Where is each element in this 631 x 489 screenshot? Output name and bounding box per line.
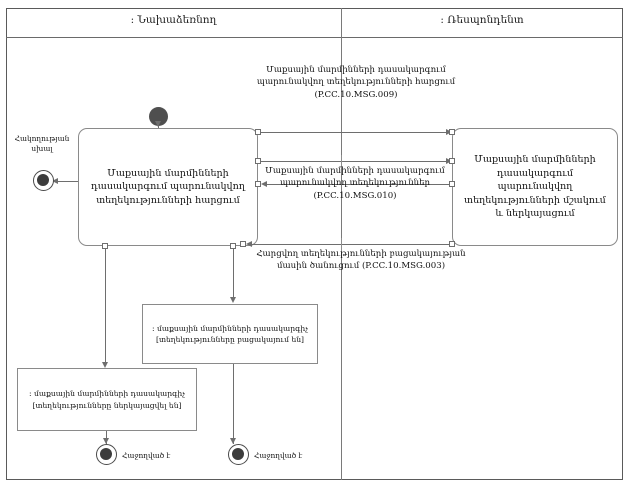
flow-msg-009-rail: [261, 132, 452, 133]
flow-msg-010: [267, 184, 449, 185]
start-node: [149, 107, 168, 126]
arrowhead-start-to-request: [155, 121, 161, 127]
port-process-in-009: [449, 158, 455, 164]
arrowhead-to-presented: [102, 362, 108, 368]
message-label-009: Մաքսային մարմինների դասակարգում պարունակ…: [256, 65, 456, 100]
arrowhead-to-absent: [230, 297, 236, 303]
port-request-in-003: [240, 241, 246, 247]
arrowhead-msg-003: [246, 240, 252, 247]
message-label-010: Մաքսային մարմինների դասակարգում պարունակ…: [265, 166, 445, 201]
port-request-bottom-left: [102, 243, 108, 249]
end-node-error: [33, 170, 54, 191]
flow-msg-009: [261, 161, 452, 162]
flow-absent-to-end: [233, 364, 234, 444]
port-request-bottom-right: [230, 243, 236, 249]
port-process-top: [449, 129, 455, 135]
diagram-frame: [6, 8, 623, 480]
object-node-presented[interactable]: : մաքսային մարմինների դասակարգիչ [տեղեկո…: [17, 368, 197, 431]
port-request-out-009: [255, 158, 261, 164]
lifeline-tick-003: [341, 238, 342, 251]
port-process-out-010: [449, 181, 455, 187]
message-label-003: Հարցվող տեղեկությունների բացակայության մ…: [256, 249, 466, 272]
end-node-success-1-label: Հաջողված է: [122, 451, 171, 460]
arrowhead-error: [52, 177, 58, 184]
port-request-top: [255, 129, 261, 135]
end-node-success-2: [228, 444, 249, 465]
end-node-success-1: [96, 444, 117, 465]
object-node-absent[interactable]: : մաքսային մարմինների դասակարգիչ [տեղեկո…: [142, 304, 318, 364]
lifeline-tick-009: [341, 155, 342, 168]
activity-request[interactable]: Մաքսային մարմինների դասակարգում պարունակ…: [78, 128, 258, 246]
arrowhead-msg-010: [261, 180, 267, 187]
flow-presented-to-end: [106, 431, 107, 444]
arrowhead-presented-to-end: [103, 438, 109, 444]
port-process-out-003: [449, 241, 455, 247]
port-request-in-010: [255, 181, 261, 187]
arrowhead-absent-to-end: [230, 438, 236, 444]
partition-title-respondent: : Ռեսպոնդենտ: [440, 14, 524, 26]
partition-title-initiator: : Նախաձեռնող: [130, 14, 217, 26]
flow-msg-003: [252, 244, 449, 245]
flow-request-to-presented: [105, 249, 106, 364]
end-node-success-2-label: Հաջողված է: [254, 451, 303, 460]
activity-process[interactable]: Մաքսային մարմինների դասակարգում պարունակ…: [452, 128, 618, 246]
partition-header-band: [6, 8, 623, 38]
flow-request-to-absent: [233, 249, 234, 299]
end-node-error-label: Հակողության սխալ: [14, 134, 70, 153]
flow-request-to-error: [57, 181, 78, 182]
